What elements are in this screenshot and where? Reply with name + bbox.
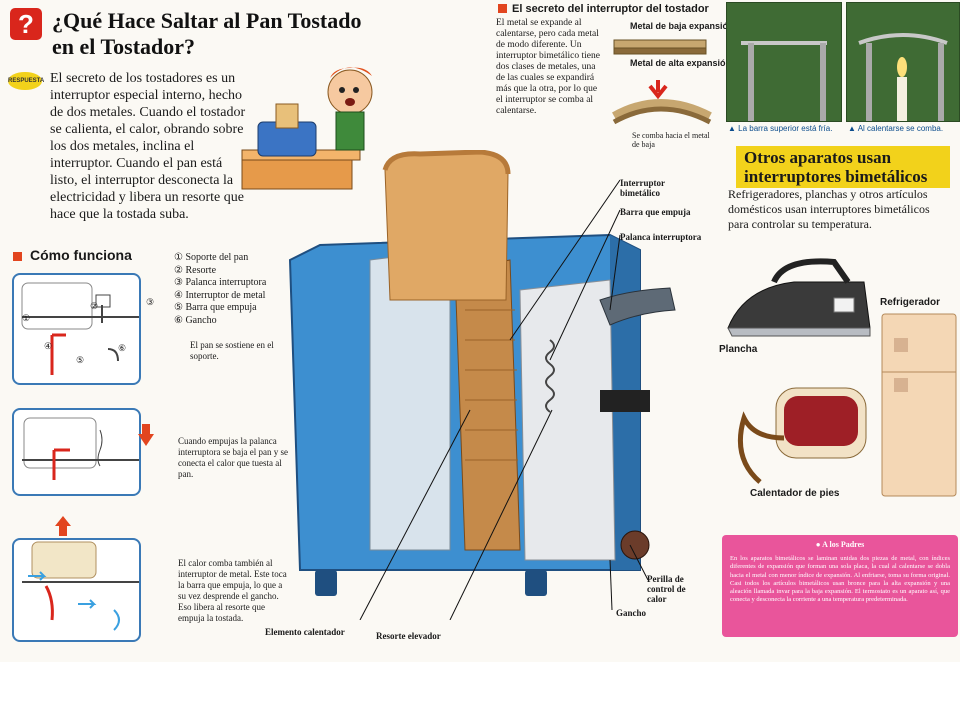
encyclopedia-page: ? ¿Qué Hace Saltar al Pan Tostado en el …: [0, 0, 960, 662]
label-alta-expansion: Metal de alta expansión: [630, 58, 732, 68]
up-arrow-icon: [55, 516, 71, 536]
question-badge: ?: [10, 8, 42, 40]
como-funciona-heading: Cómo funciona: [30, 247, 132, 263]
padres-heading: ● A los Padres: [815, 540, 865, 549]
photo-heated-bar-drawing: [858, 33, 948, 121]
diagram-number: ④: [44, 341, 53, 351]
title-line-2: en el Tostador?: [52, 34, 196, 59]
toaster-cutaway-illustration: [288, 150, 676, 620]
caption-step-2: Cuando empujas la palanca interruptora s…: [178, 436, 288, 479]
label-elemento-calentador: Elemento calentador: [265, 627, 345, 637]
intro-paragraph: El secreto de los tostadores es un inter…: [50, 71, 246, 222]
bimetal-strip-diagram: [612, 39, 712, 125]
legend-item: ② Resorte: [174, 264, 217, 276]
diagram-step-2: [12, 408, 141, 496]
label-se-comba: Se comba hacia el metal de baja: [632, 131, 710, 149]
down-arrow-icon: [138, 424, 154, 446]
diagram-number: ②: [90, 301, 99, 311]
secreto-text: El metal se expande al calentarse, pero …: [496, 18, 600, 116]
legend-item: ① Soporte del pan: [174, 252, 249, 263]
legend-item: ⑤ Barra que empuja: [174, 302, 257, 313]
cartoon-illustration: [241, 67, 373, 190]
respuesta-badge: RESPUESTA: [8, 72, 44, 90]
otros-heading-line-1: Otros aparatos usan: [744, 148, 892, 167]
padres-text: En los aparatos bimetálicos se laminan u…: [730, 555, 950, 604]
diagram-step-3-drawing: [22, 541, 139, 631]
secreto-heading: El secreto del interruptor del tostador: [512, 3, 709, 15]
section-marker: [498, 4, 507, 13]
label-baja-expansion: Metal de baja expansión: [630, 21, 734, 31]
foot-warmer-illustration: [737, 387, 867, 484]
section-marker: [13, 252, 22, 261]
caption-photo-hot: ▲ Al calentarse se comba.: [848, 124, 944, 133]
legend-item: ④ Interruptor de metal: [174, 289, 266, 301]
iron-illustration: [727, 258, 871, 337]
diagram-number: ⑥: [118, 343, 127, 353]
photo-heated-bar: [846, 2, 960, 122]
title-line-1: ¿Qué Hace Saltar al Pan Tostado: [52, 8, 362, 33]
label-resorte-elevador: Resorte elevador: [376, 631, 441, 641]
diagram-number: ①: [22, 313, 31, 323]
label-gancho: Gancho: [616, 608, 647, 618]
diagram-step-1: ① ② ③ ④ ⑤ ⑥: [12, 273, 154, 385]
label-palanca-interruptora: Palanca interruptora: [620, 232, 702, 242]
parts-legend: ① Soporte del pan ② Resorte ③ Palanca in…: [174, 252, 266, 327]
photo-cold-bar: [726, 2, 842, 122]
label-interruptor-bimetalico: Interruptor bimetálico: [620, 178, 665, 198]
otros-heading: Otros aparatos usan interruptores bimetá…: [736, 146, 950, 188]
label-refrigerador: Refrigerador: [880, 297, 941, 308]
legend-item: ⑥ Gancho: [174, 314, 217, 326]
page-title: ¿Qué Hace Saltar al Pan Tostado en el To…: [52, 8, 392, 60]
diagram-number: ③: [146, 297, 155, 307]
label-plancha: Plancha: [719, 344, 758, 355]
photo-cold-bar-drawing: [741, 41, 827, 121]
diagram-step-3: [12, 538, 141, 642]
legend-item: ③ Palanca interruptora: [174, 277, 267, 288]
caption-photo-cold: ▲ La barra superior está fría.: [728, 124, 833, 133]
diagram-step-1-drawing: [21, 282, 139, 375]
caption-step-1: El pan se sostiene en el soporte.: [190, 340, 274, 361]
padres-box: ● A los Padres En los aparatos bimetálic…: [722, 535, 958, 637]
otros-heading-line-2: interruptores bimetálicos: [744, 167, 928, 186]
otros-text: Refrigeradores, planchas y otros artícul…: [728, 187, 930, 231]
diagram-number: ⑤: [76, 355, 85, 365]
refrigerator-illustration: [881, 313, 957, 497]
label-calentador: Calentador de pies: [750, 488, 840, 499]
diagram-step-2-drawing: [22, 417, 139, 480]
caption-step-3: El calor comba también al interruptor de…: [178, 558, 287, 623]
label-barra-que-empuja: Barra que empuja: [620, 207, 691, 217]
label-perilla: Perilla de control de calor: [647, 574, 686, 604]
